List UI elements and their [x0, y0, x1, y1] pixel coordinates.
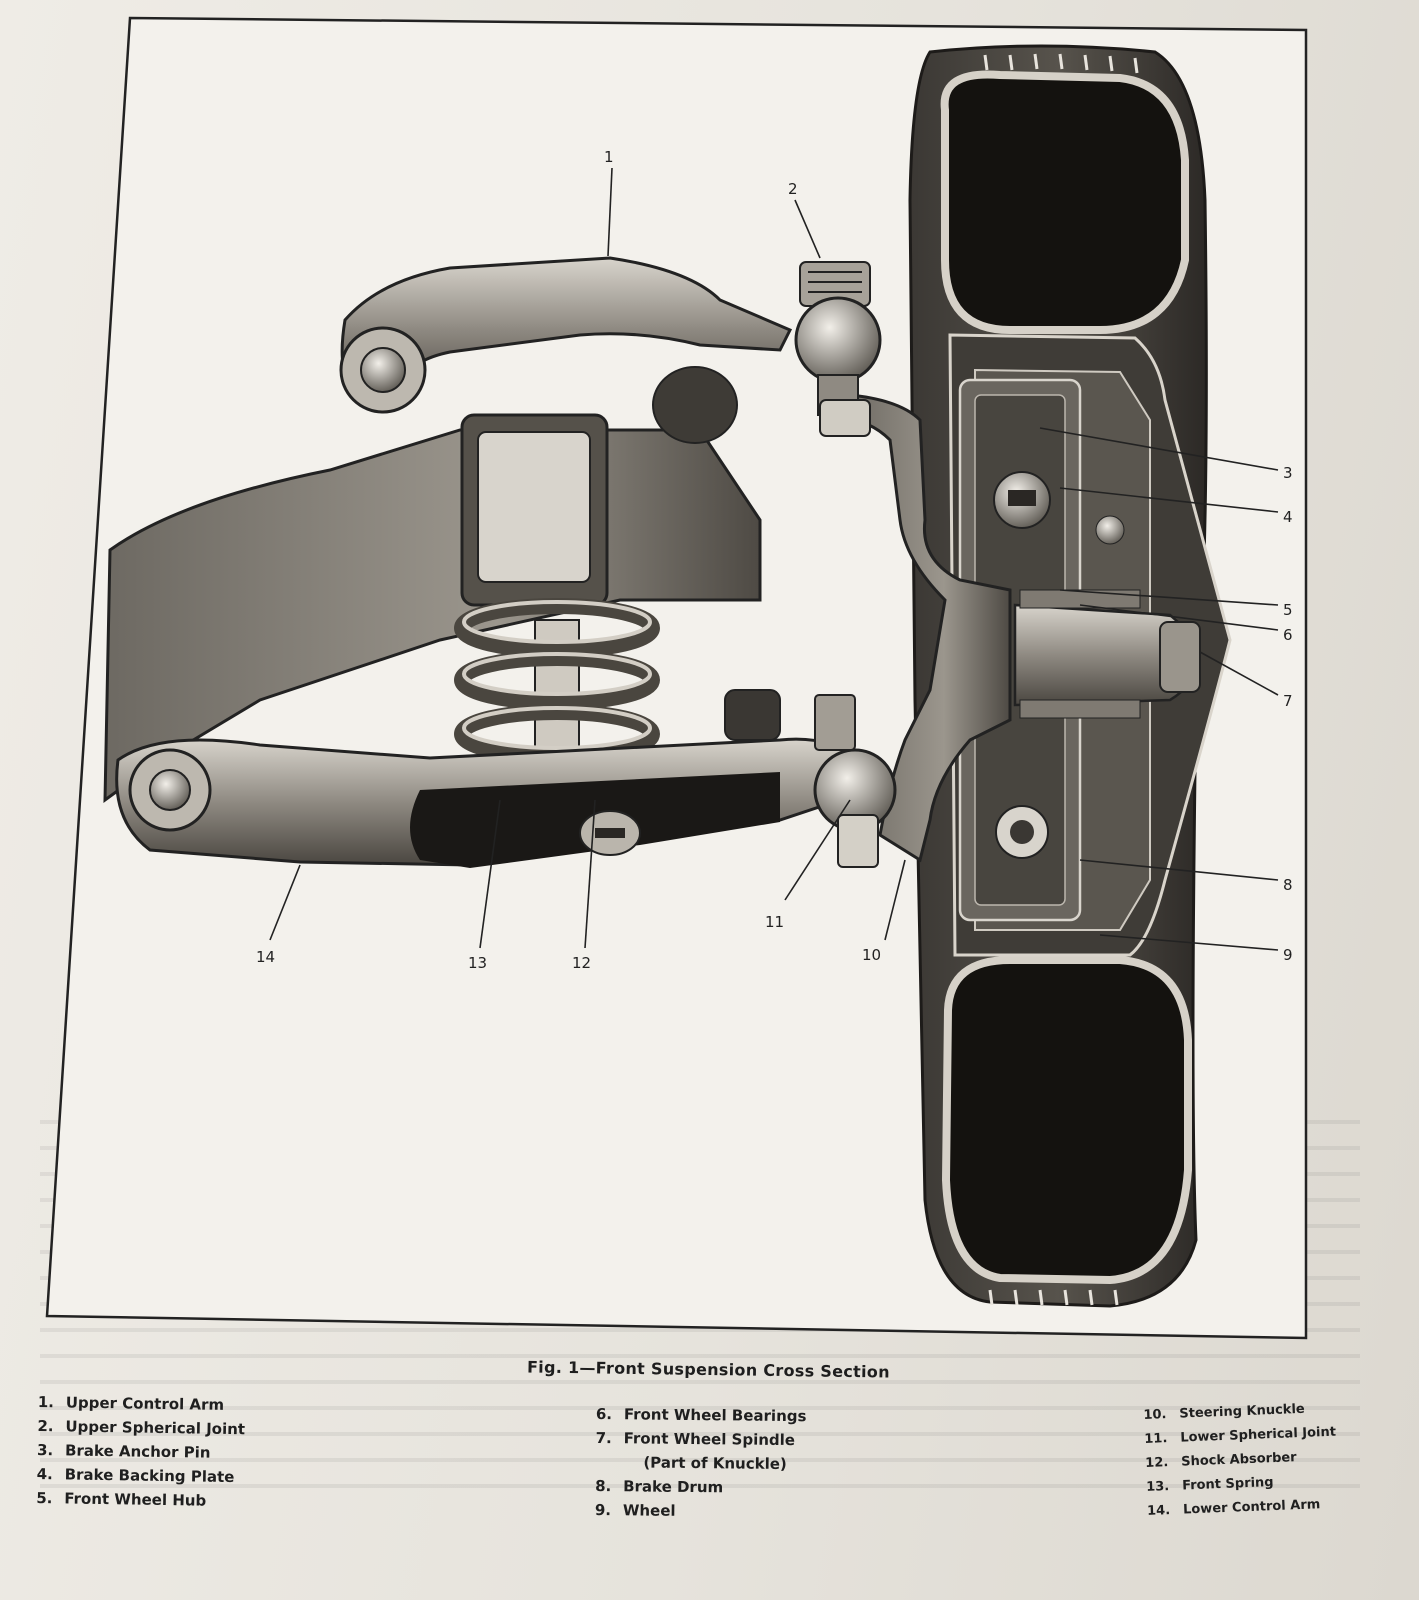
suspension-diagram	[45, 16, 1308, 1340]
legend-label: Steering Knuckle	[1179, 1401, 1305, 1422]
callout-2: 2	[788, 180, 798, 198]
legend-item: 2. Upper Spherical Joint	[37, 1414, 245, 1441]
legend-label: Brake Backing Plate	[64, 1465, 235, 1487]
legend-num: 3.	[36, 1440, 54, 1460]
legend-num: 6.	[595, 1404, 613, 1424]
lower-spherical-joint	[724, 689, 897, 868]
legend-item: 5. Front Wheel Hub	[36, 1486, 244, 1513]
callout-7: 7	[1283, 692, 1293, 710]
legend-item: 4. Brake Backing Plate	[36, 1462, 244, 1489]
leader-lines	[269, 167, 1279, 951]
legend-num: 10.	[1143, 1407, 1167, 1423]
legend-num	[595, 1467, 643, 1468]
bump-stop	[652, 366, 738, 444]
legend-item: 1. Upper Control Arm	[38, 1390, 246, 1417]
legend-item: 8. Brake Drum	[595, 1474, 806, 1500]
legend-label: Upper Spherical Joint	[65, 1417, 246, 1439]
legend-label: Lower Spherical Joint	[1180, 1424, 1337, 1446]
legend-num: 11.	[1144, 1431, 1168, 1447]
callout-14: 14	[256, 948, 276, 966]
legend-item: 6. Front Wheel Bearings	[596, 1402, 807, 1428]
callout-8: 8	[1283, 876, 1293, 894]
legend-num: 5.	[36, 1488, 53, 1508]
callout-6: 6	[1283, 626, 1293, 644]
callout-1: 1	[604, 148, 614, 166]
legend-label: Lower Control Arm	[1182, 1497, 1321, 1518]
callout-3: 3	[1283, 464, 1293, 482]
legend-right: 10. Steering Knuckle 11. Lower Spherical J…	[1143, 1397, 1339, 1524]
legend-left: 1. Upper Control Arm 2. Upper Spherical Jo…	[36, 1390, 245, 1513]
steering-knuckle	[843, 393, 1012, 863]
legend-label: Shock Absorber	[1180, 1450, 1297, 1470]
legend-label: Brake Drum	[623, 1477, 724, 1497]
callout-5: 5	[1283, 601, 1293, 619]
callout-11: 11	[765, 913, 785, 931]
legend-label: Front Wheel Spindle	[623, 1429, 796, 1450]
callout-12: 12	[572, 954, 592, 972]
figure-caption: Fig. 1—Front Suspension Cross Section	[526, 1357, 890, 1382]
legend-num: 8.	[595, 1476, 612, 1496]
callout-4: 4	[1283, 508, 1293, 526]
legend-num: 1.	[37, 1392, 55, 1412]
legend-label: Front Wheel Bearings	[623, 1405, 807, 1426]
legend-num: 14.	[1146, 1503, 1171, 1519]
legend-label: Upper Control Arm	[65, 1393, 225, 1414]
legend-num: 7.	[595, 1428, 612, 1448]
legend-num: 12.	[1144, 1455, 1169, 1471]
legend-item: (Part of Knuckle)	[595, 1450, 806, 1476]
legend-label: Front Spring	[1181, 1475, 1274, 1494]
upper-spherical-joint	[794, 261, 882, 437]
legend-item: 9. Wheel	[595, 1498, 806, 1524]
legend-item: 3. Brake Anchor Pin	[37, 1438, 245, 1465]
callout-13: 13	[468, 954, 488, 972]
legend-label: (Part of Knuckle)	[643, 1453, 787, 1474]
legend-num: 2.	[37, 1416, 54, 1436]
legend-middle: 6. Front Wheel Bearings 7. Front Wheel Spi…	[595, 1402, 807, 1524]
upper-control-arm	[339, 256, 793, 414]
legend-num: 4.	[36, 1464, 53, 1484]
legend-num: 13.	[1145, 1479, 1170, 1495]
legend-label: Wheel	[622, 1501, 676, 1520]
callout-10: 10	[862, 946, 882, 964]
legend-label: Front Wheel Hub	[64, 1489, 207, 1510]
lower-control-arm	[115, 737, 862, 868]
brake-assembly	[958, 378, 1201, 922]
legend-num: 9.	[594, 1500, 612, 1520]
callout-9: 9	[1283, 946, 1293, 964]
legend-item: 7. Front Wheel Spindle	[595, 1426, 806, 1452]
legend-label: Brake Anchor Pin	[64, 1441, 211, 1462]
